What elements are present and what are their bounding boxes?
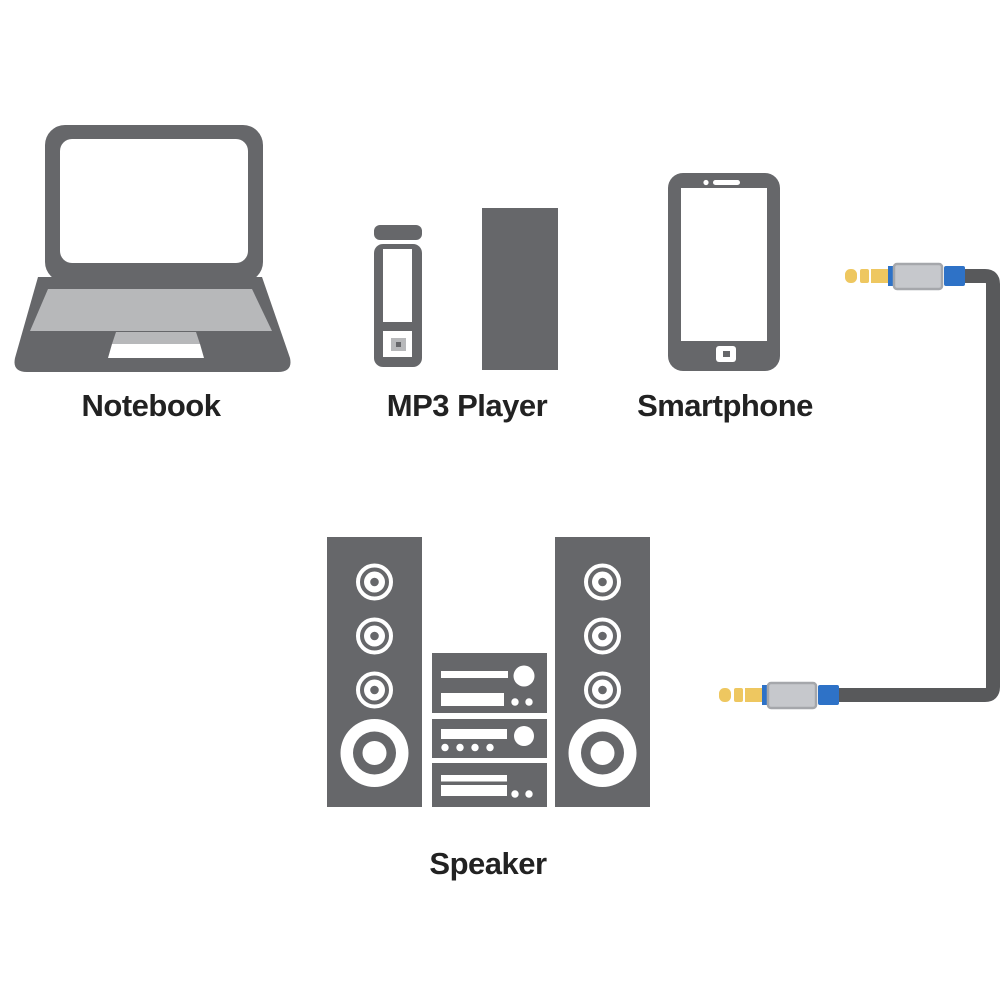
tweeter-icon <box>584 617 621 655</box>
tweeter-icon <box>356 617 393 655</box>
receiver-unit-1 <box>432 653 547 713</box>
audio-jack-cable-icon <box>719 262 1000 710</box>
receiver-stack <box>432 653 547 807</box>
speaker-system-icon <box>327 537 650 807</box>
cable-cord <box>836 269 1000 702</box>
notebook-base <box>14 277 291 372</box>
speaker-label: Speaker <box>429 846 547 881</box>
tweeter-icon <box>584 563 621 601</box>
notebook-label: Notebook <box>81 388 221 423</box>
mp3-player-icon <box>374 208 558 370</box>
tweeter-icon <box>584 671 621 709</box>
receiver-unit-3 <box>432 763 547 807</box>
notebook-screen <box>45 125 263 282</box>
woofer-icon <box>568 719 637 787</box>
receiver-unit-2 <box>432 719 547 758</box>
jack-connector-bottom <box>719 681 839 710</box>
smartphone-icon <box>668 173 780 371</box>
smartphone-earpiece-slit <box>713 180 740 185</box>
tweeter-icon <box>356 563 393 601</box>
smartphone-home-button-dot <box>723 351 730 357</box>
tweeter-icon <box>356 671 393 709</box>
smartphone-label: Smartphone <box>637 388 813 423</box>
mp3-player-label: MP3 Player <box>386 388 548 423</box>
speaker-left-tower <box>327 537 422 807</box>
jack-connector-top <box>845 262 965 291</box>
mp3-stick-player <box>374 225 422 367</box>
woofer-icon <box>340 719 409 787</box>
mp3-slab-player <box>482 208 558 370</box>
notebook-icon <box>14 125 291 372</box>
speaker-right-tower <box>555 537 650 807</box>
smartphone-camera-dot <box>703 179 709 186</box>
smartphone-screen <box>681 188 767 341</box>
